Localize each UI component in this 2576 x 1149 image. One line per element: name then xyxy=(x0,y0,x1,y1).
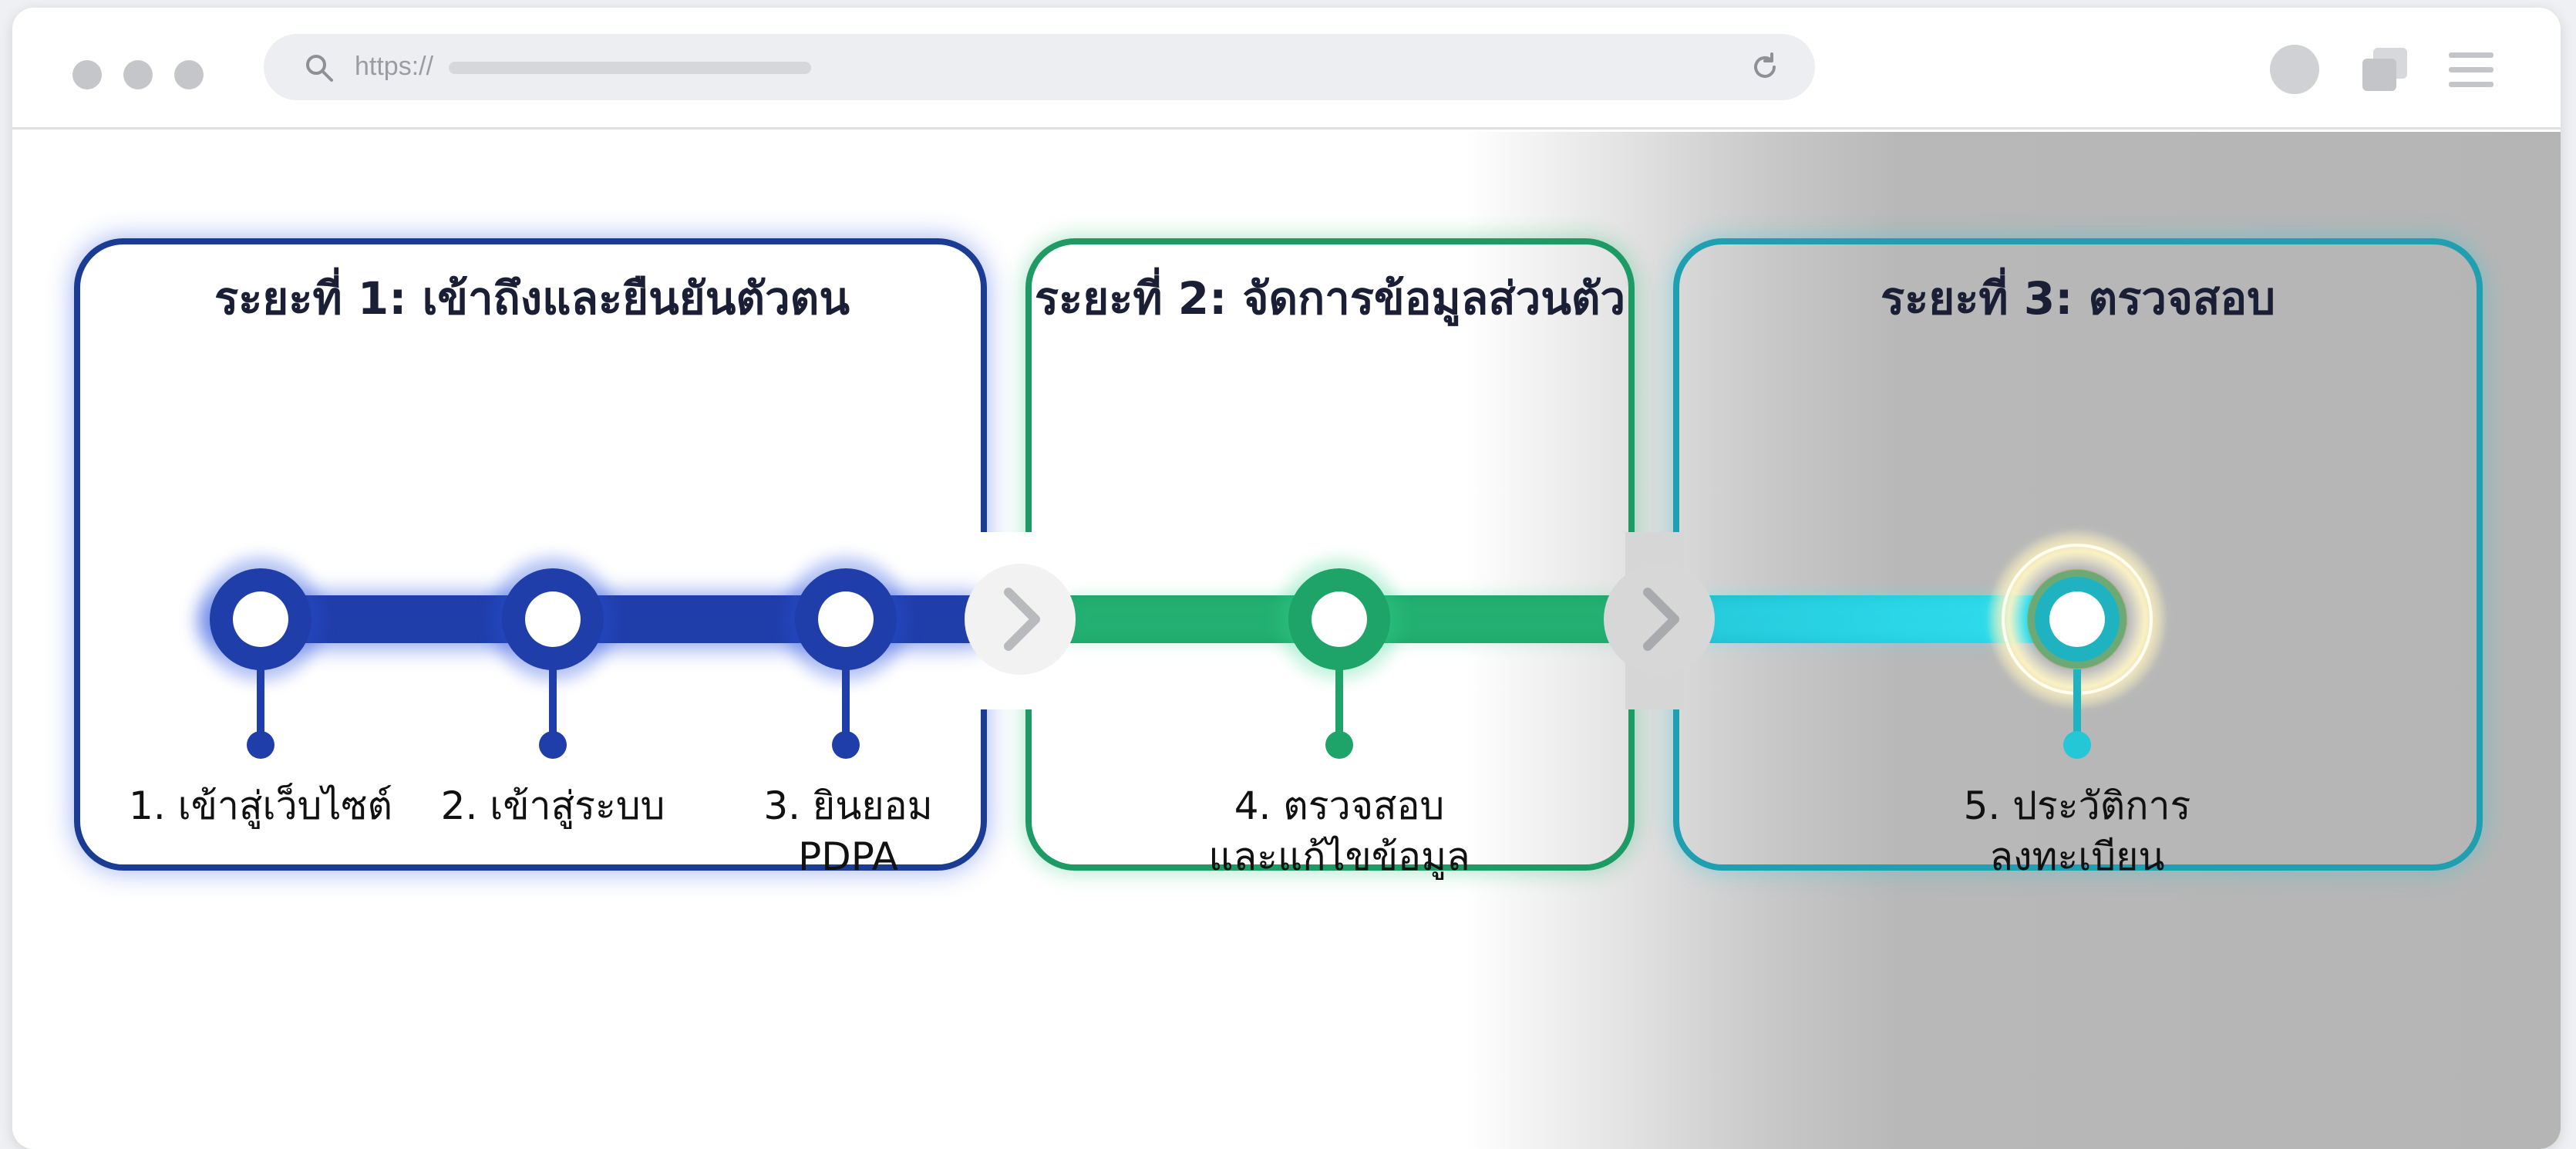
step-4-label: 4. ตรวจสอบ และแก้ไขข้อมูล xyxy=(1170,780,1509,882)
step-1-node[interactable] xyxy=(199,558,322,759)
phase-2-title: ระยะที่ 2: จัดการข้อมูลส่วนตัว xyxy=(1034,272,1626,325)
search-icon xyxy=(306,55,333,82)
step-5-label-line1: 5. ประวัติการ xyxy=(1963,783,2191,828)
url-redacted-bar xyxy=(449,62,811,74)
step-1-label-line1: 1. เข้าสู่เว็บไซต์ xyxy=(129,783,392,828)
window-close-button[interactable] xyxy=(72,60,102,89)
step-3-label: 3. ยินยอม PDPA xyxy=(717,780,979,882)
step-3-label-line2: PDPA xyxy=(798,834,898,879)
step-5-node[interactable] xyxy=(1986,528,2168,759)
step-5-label: 5. ประวัติการ ลงทะเบียน xyxy=(1908,780,2247,882)
chevron-right-icon xyxy=(1604,564,1715,675)
tabs-icon[interactable] xyxy=(2359,46,2410,94)
step-4-label-line1: 4. ตรวจสอบ xyxy=(1234,783,1445,828)
step-4-label-line2: และแก้ไขข้อมูล xyxy=(1208,834,1470,879)
url-text: https:// xyxy=(355,52,434,81)
step-2-node[interactable] xyxy=(491,558,615,759)
window-minimize-button[interactable] xyxy=(123,60,153,89)
step-4-node[interactable] xyxy=(1279,559,1399,759)
chevron-right-icon xyxy=(965,564,1076,675)
step-1-label: 1. เข้าสู่เว็บไซต์ xyxy=(114,780,407,831)
step-2-label-line1: 2. เข้าสู่ระบบ xyxy=(440,783,665,828)
avatar[interactable] xyxy=(2270,45,2319,94)
address-bar[interactable]: https:// xyxy=(264,34,1815,100)
browser-toolbar: https:// xyxy=(12,8,2561,130)
step-3-label-line1: 3. ยินยอม xyxy=(763,783,933,828)
window-maximize-button[interactable] xyxy=(174,60,204,89)
phase-1-title: ระยะที่ 1: เข้าถึงและยืนยันตัวตน xyxy=(214,272,850,325)
step-3-node[interactable] xyxy=(784,558,907,759)
step-5-label-line2: ลงทะเบียน xyxy=(1989,834,2165,879)
step-2-label: 2. เข้าสู่ระบบ xyxy=(414,780,692,831)
reload-icon[interactable] xyxy=(1749,51,1781,83)
menu-icon[interactable] xyxy=(2447,49,2495,91)
phase-3-title: ระยะที่ 3: ตรวจสอบ xyxy=(1880,272,2276,325)
